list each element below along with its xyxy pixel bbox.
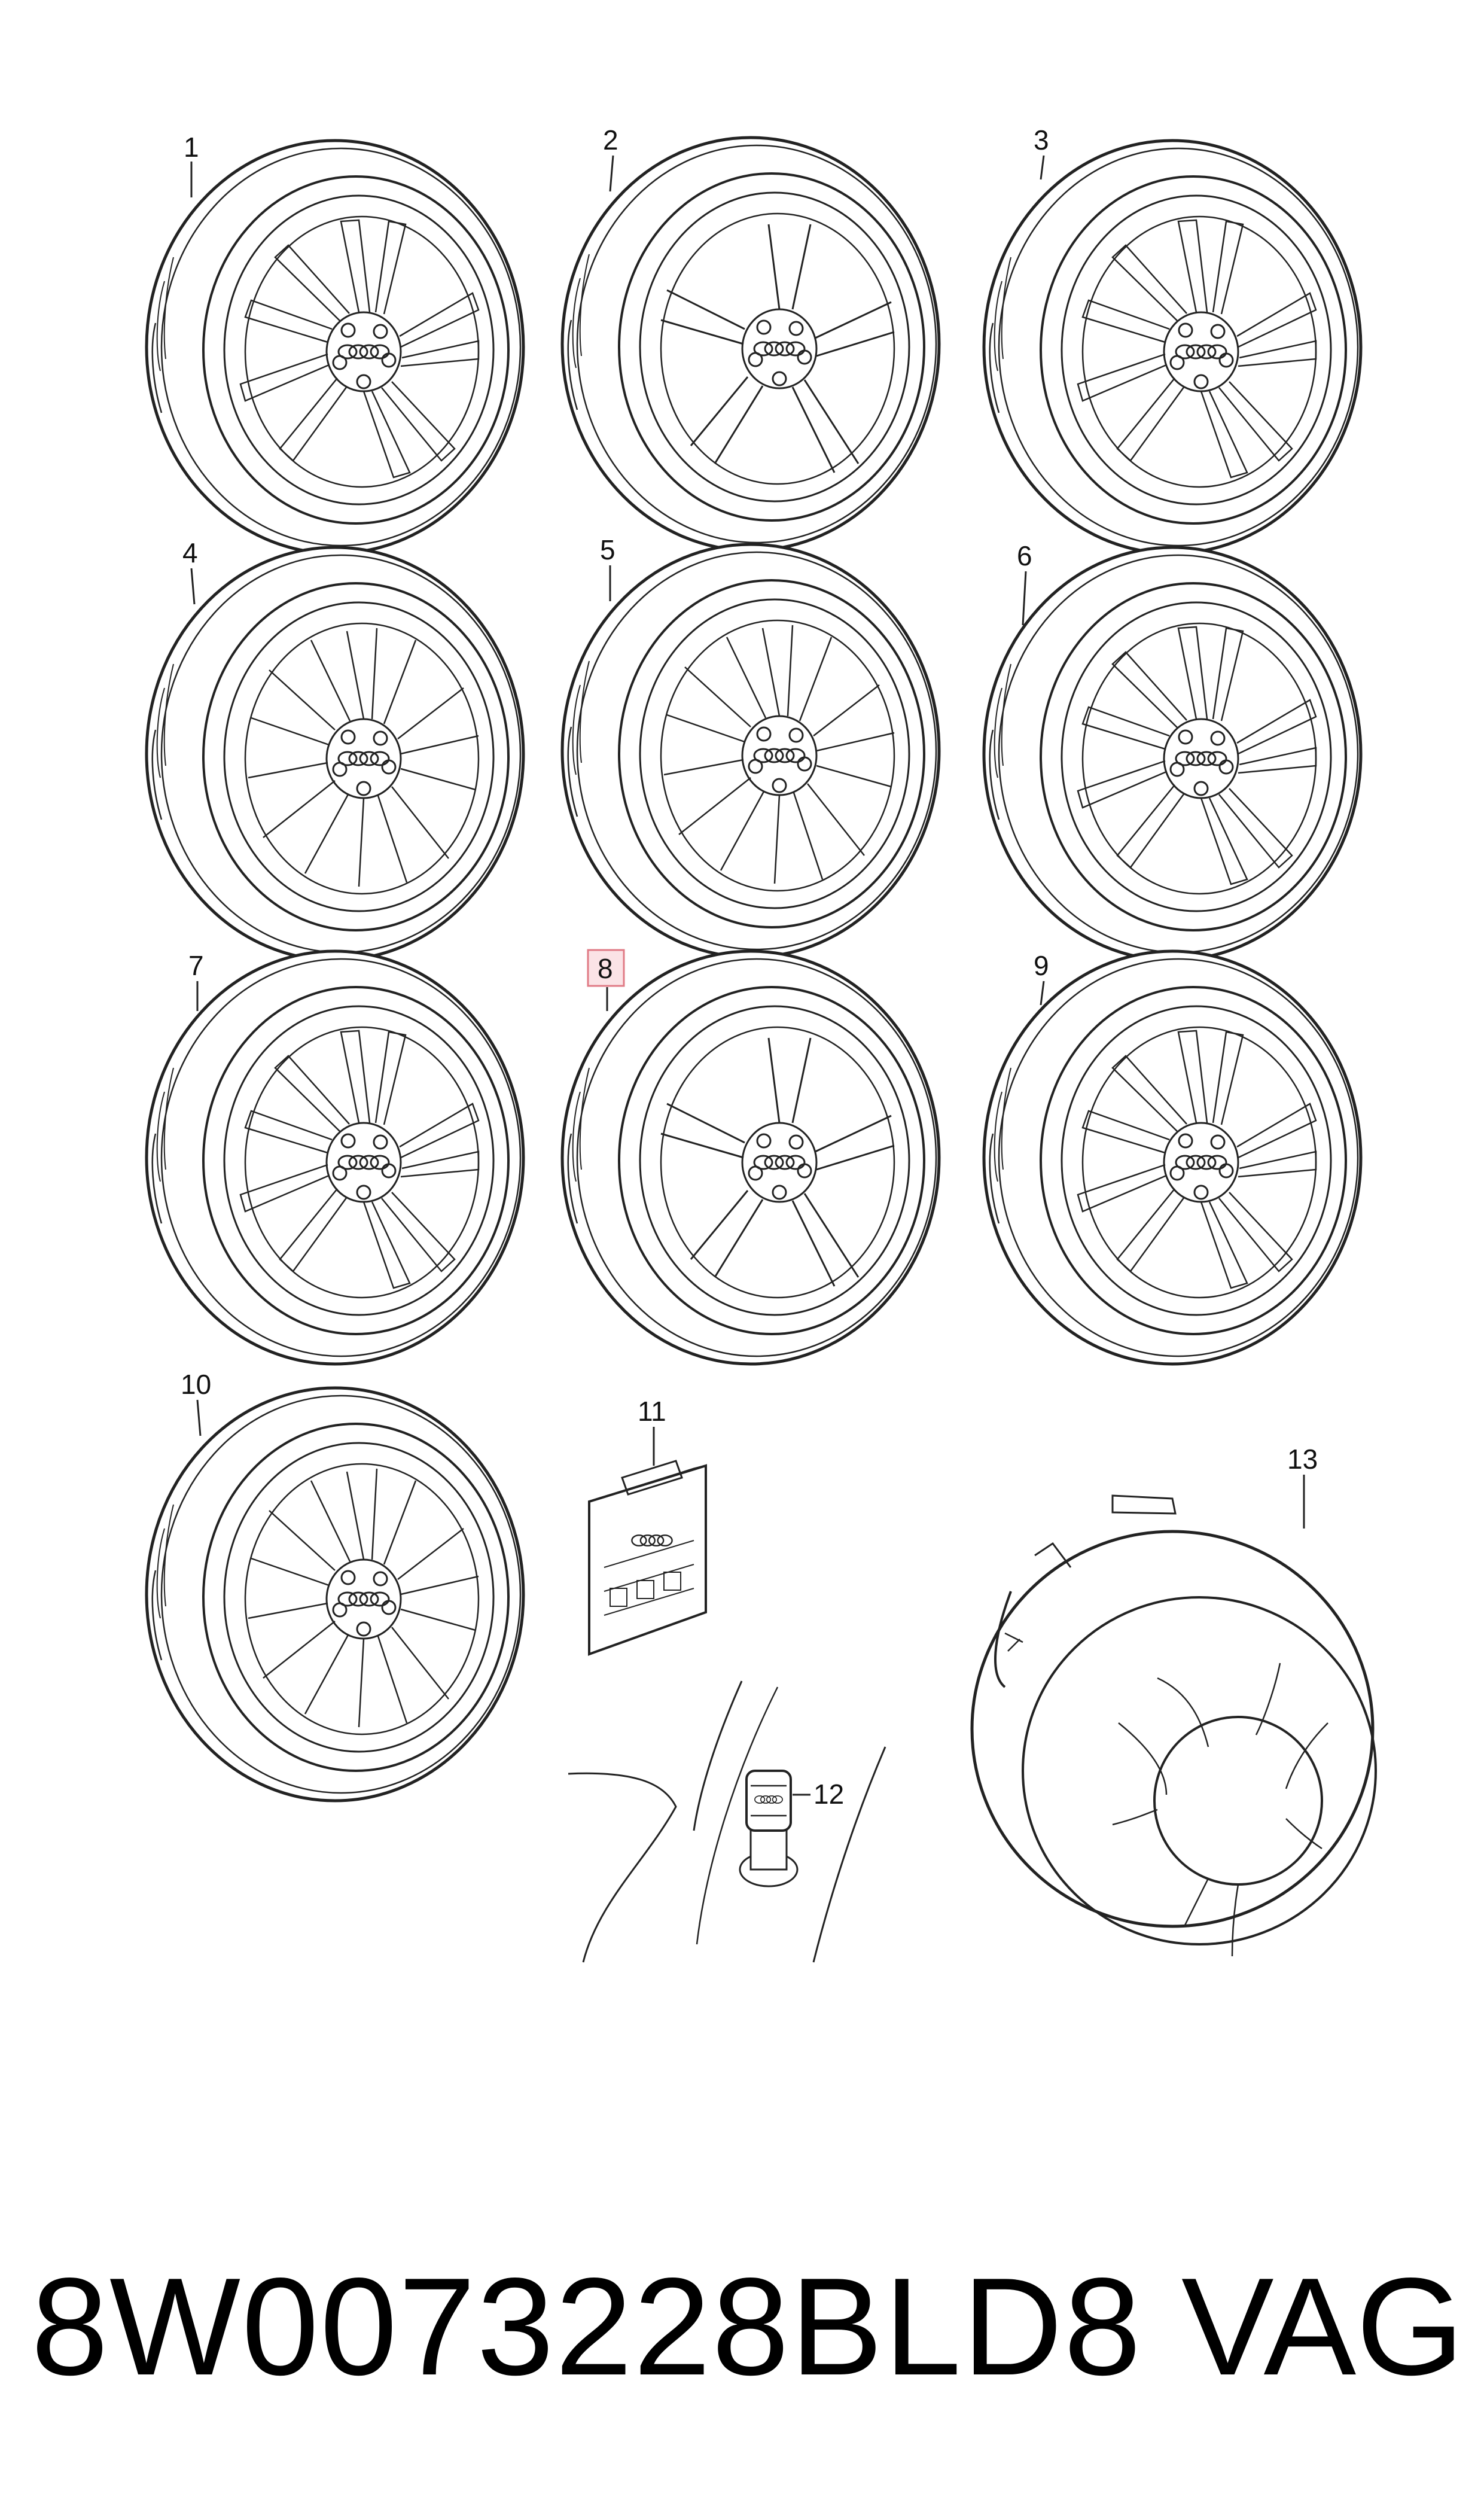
callout-9: 9 <box>1034 950 1049 981</box>
accessory-package <box>588 1460 707 1656</box>
wheel-5 <box>562 544 939 957</box>
callout-2: 2 <box>603 124 618 156</box>
callout-7: 7 <box>188 950 204 981</box>
wheel-7 <box>147 951 523 1364</box>
wheel-9 <box>984 951 1361 1364</box>
wheel-6 <box>984 547 1361 960</box>
valve-cap <box>568 1680 886 1963</box>
callout-6: 6 <box>1017 540 1032 571</box>
callout-labels: 1 2 3 4 5 6 7 8 9 10 11 12 13 <box>181 124 1318 1810</box>
wheel-10 <box>147 1388 523 1801</box>
wheel-1 <box>147 141 523 553</box>
wheel-4 <box>147 547 523 960</box>
callout-11: 11 <box>638 1396 666 1427</box>
callout-10: 10 <box>181 1369 211 1400</box>
callout-4: 4 <box>182 537 198 568</box>
wheel-cover-bag <box>970 1494 1377 1957</box>
leader-lines <box>190 155 1305 1796</box>
wheel-8 <box>562 951 939 1364</box>
callout-12: 12 <box>813 1779 844 1810</box>
part-number: 8W0073228BLD8 <box>31 2249 1142 2404</box>
callout-5: 5 <box>600 534 615 565</box>
callout-3: 3 <box>1034 124 1049 156</box>
callout-13: 13 <box>1287 1444 1318 1475</box>
wheel-2 <box>562 138 939 550</box>
wheel-3 <box>984 141 1361 553</box>
callout-1: 1 <box>184 132 199 163</box>
brand-name: VAG <box>1181 2249 1464 2404</box>
callout-8: 8 <box>598 953 613 984</box>
footer: 8W0073228BLD8 VAG <box>0 2249 1484 2405</box>
callout-8-highlight <box>587 949 625 987</box>
